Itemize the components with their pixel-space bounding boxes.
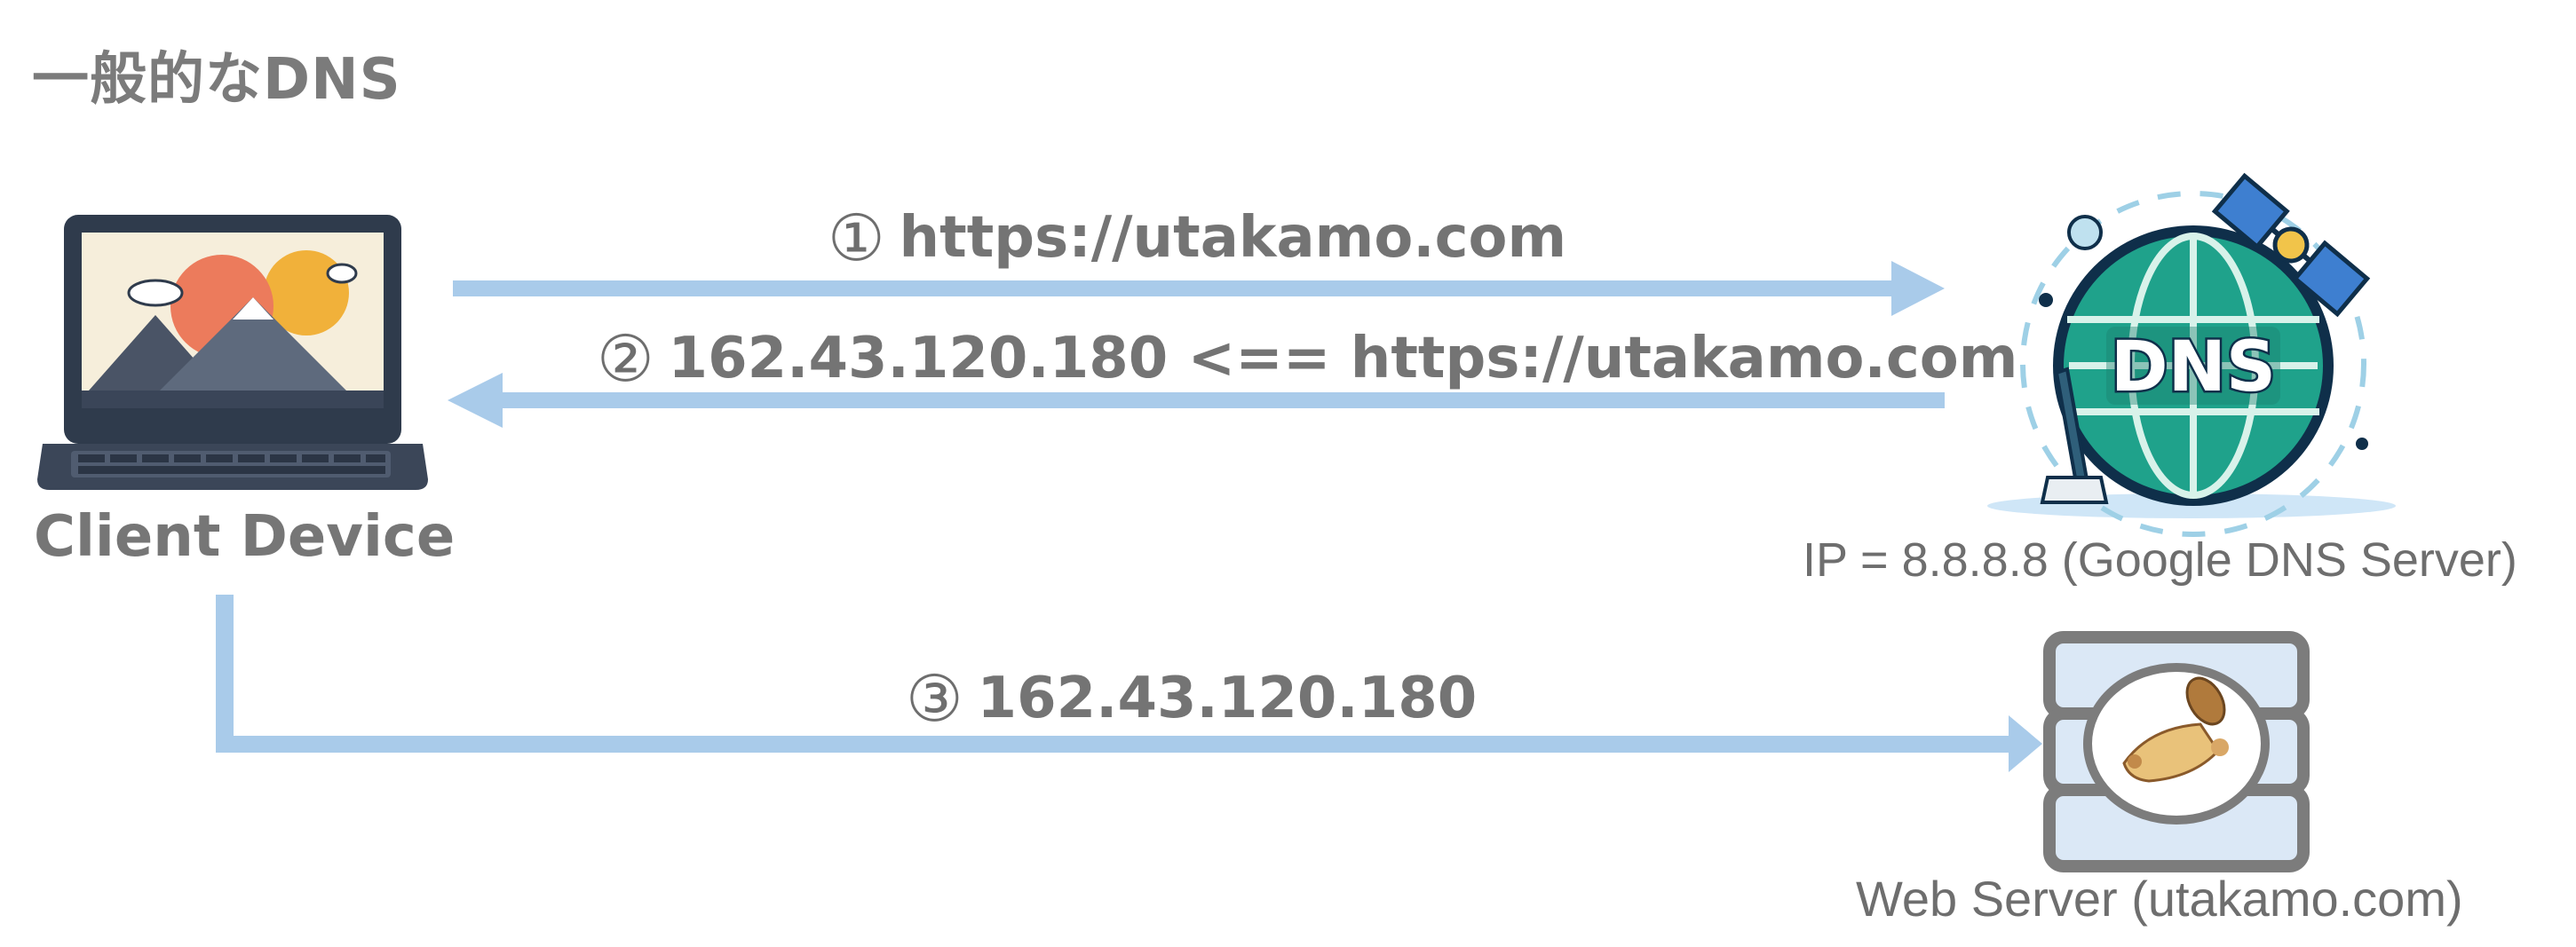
- step-2-text: 162.43.120.180 <== https://utakamo.com: [668, 326, 2018, 391]
- step-3-label: ③ 162.43.120.180: [906, 661, 1477, 736]
- step-1-text: https://utakamo.com: [899, 205, 1567, 271]
- arrow-step3: [216, 595, 2042, 772]
- dns-server-label: IP = 8.8.8.8 (Google DNS Server): [1803, 533, 2517, 587]
- arrow-step2: [448, 373, 1945, 428]
- client-device-label: Client Device: [34, 504, 456, 570]
- dns-badge: DNS: [2111, 328, 2276, 407]
- step-3-number: ③: [906, 661, 963, 736]
- step-3-text: 162.43.120.180: [977, 666, 1478, 731]
- step-1-label: ① https://utakamo.com: [828, 201, 1566, 275]
- step-1-number: ①: [828, 201, 885, 275]
- arrow-step1: [453, 261, 1945, 316]
- web-server-label: Web Server (utakamo.com): [1856, 871, 2463, 927]
- step-2-label: ② 162.43.120.180 <== https://utakamo.com: [597, 321, 2017, 396]
- page-title: 一般的なDNS: [32, 47, 401, 113]
- step-2-number: ②: [597, 321, 654, 396]
